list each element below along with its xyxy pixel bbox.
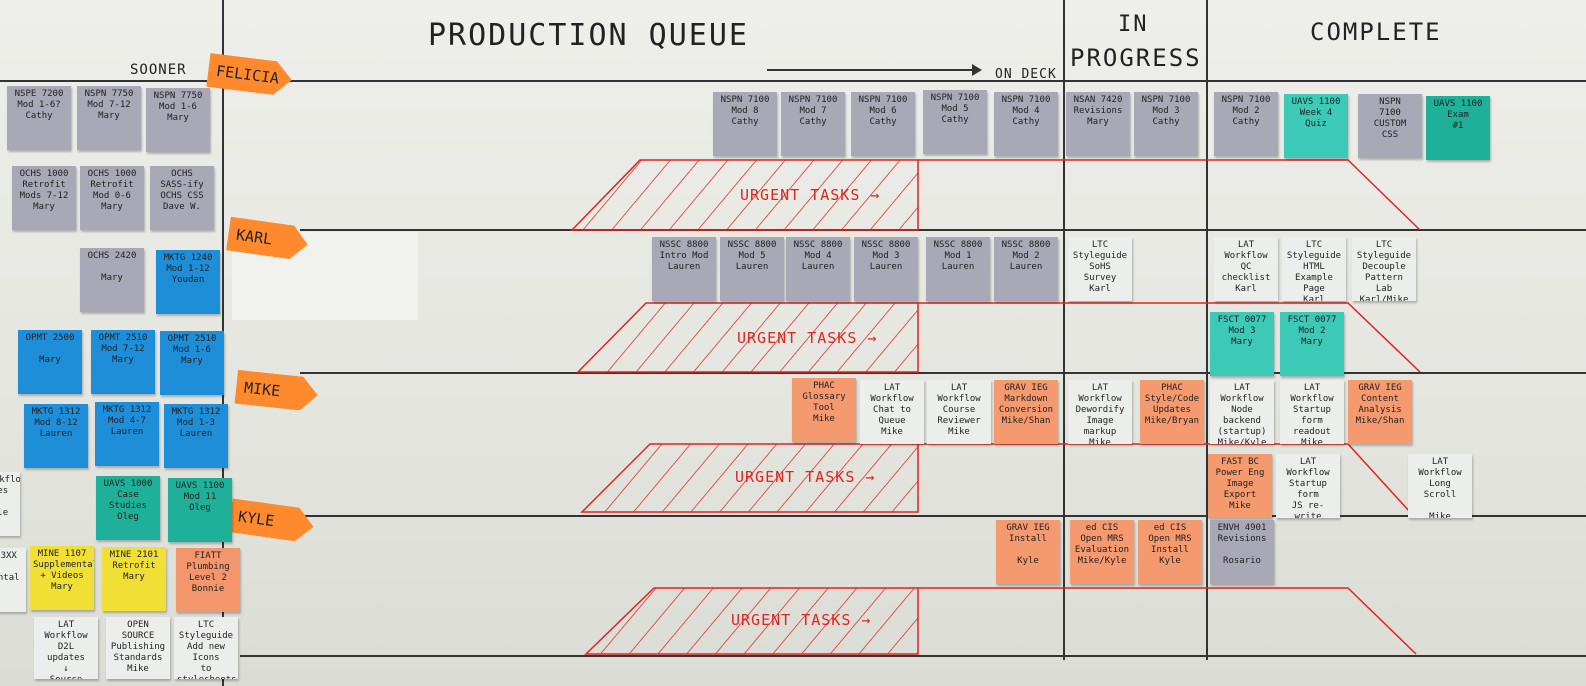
in-progress-header-line2: PROGRESS [1070,44,1202,72]
urgent-guide-line [918,159,1421,231]
sticky-note[interactable]: OCHS 2420 Mary [80,248,144,312]
sticky-note[interactable]: GRAV IEG Markdown Conversion Mike/Shan [994,380,1058,444]
sticky-note[interactable]: NSPE 7200 Mod 1-6? Cathy [7,86,71,150]
sticky-note-partial[interactable]: Workflow ues yle [0,472,20,536]
sticky-note[interactable]: MKTG 1240 Mod 1-12 Youdan [156,250,220,314]
karl-lane-bottom-line [300,372,1586,374]
sticky-note[interactable]: UAVS 1100 Week 4 Quiz [1284,94,1348,158]
on-deck-arrowhead [972,64,982,76]
sticky-note[interactable]: OCHS SASS-ify OCHS CSS Dave W. [150,166,214,230]
sticky-note[interactable]: MKTG 1312 Mod 4-7 Lauren [95,402,159,466]
sticky-note[interactable]: LAT Workflow Startup form readout Mike [1280,380,1344,444]
urgent-tasks-label-karl: URGENT TASKS → [737,329,878,347]
sticky-note[interactable]: OCHS 1000 Retrofit Mods 7-12 Mary [12,166,76,230]
sticky-note[interactable]: NSSC 8800 Mod 1 Lauren [926,237,990,301]
sticky-note[interactable]: NSPN 7100 Mod 4 Cathy [994,92,1058,156]
sticky-note[interactable]: NSSC 8800 Mod 5 Lauren [720,237,784,301]
sticky-note[interactable]: OPMT 2500 Mary [18,330,82,394]
sticky-note[interactable]: UAVS 1100 Mod 11 Oleg [168,478,232,542]
sticky-note[interactable]: MINE 1107 Supplemental + Videos Mary [30,546,94,610]
sticky-note[interactable]: UAVS 1000 Case Studies Oleg [96,476,160,540]
sticky-note[interactable]: PHAC Glossary Tool Mike [792,378,856,442]
sticky-note[interactable]: FSCT 0077 Mod 2 Mary [1280,312,1344,376]
complete-header: COMPLETE [1310,18,1442,46]
sticky-note[interactable]: LAT Workflow Startup form JS re-write Mi… [1276,454,1340,518]
sticky-note[interactable]: PHAC Style/Code Updates Mike/Bryan [1140,380,1204,444]
sticky-note[interactable]: NSPN 7100 Mod 6 Cathy [851,92,915,156]
urgent-guide-line [918,302,1421,373]
header-row-line [0,80,1586,82]
sticky-note[interactable]: LTC Styleguide Add new Icons to styleshe… [174,617,238,679]
sticky-note[interactable]: LAT Workflow QC checklist Karl [1214,237,1278,301]
sticky-note[interactable]: NSSC 8800 Intro Mod Lauren [652,237,716,301]
sticky-note[interactable]: LTC Styleguide Decouple Pattern Lab Karl… [1352,237,1416,301]
sticky-note[interactable]: LTC Styleguide SoHS Survey Karl [1068,237,1132,301]
urgent-hatched-zone [580,443,919,513]
sticky-note[interactable]: GRAV IEG Content Analysis Mike/Shan [1348,380,1412,444]
sticky-note[interactable]: FAST BC Power Eng Image Export Mike [1208,454,1272,518]
sticky-note[interactable]: NSPN 7100 Mod 8 Cathy [713,92,777,156]
sticky-note[interactable]: MINE 2101 Retrofit Mary [102,547,166,611]
sticky-note[interactable]: NSSC 8800 Mod 4 Lauren [786,237,850,301]
sticky-note[interactable]: OPMT 2510 Mod 1-6 Mary [160,331,224,395]
sticky-note[interactable]: LAT Workflow Dewordify Image markup Mike [1068,380,1132,444]
sticky-note[interactable]: NSPN 7100 Mod 3 Cathy [1134,92,1198,156]
on-deck-arrow [767,69,972,71]
sticky-note[interactable]: UAVS 1100 Exam #1 [1426,96,1490,160]
sticky-note[interactable]: ENVH 4901 Revisions Rosario [1210,520,1274,584]
urgent-tasks-label-mike: URGENT TASKS → [735,468,876,486]
urgent-tasks-label-kyle: URGENT TASKS → [731,611,872,629]
sticky-note[interactable]: LAT Workflow Course Reviewer Mike [927,380,991,444]
urgent-hatched-zone [584,587,919,655]
sticky-note[interactable]: FSCT 0077 Mod 3 Mary [1210,312,1274,376]
sticky-note[interactable]: LAT Workflow D2L updates ↓ Source Repo K… [34,617,98,679]
sticky-note[interactable]: LTC Styleguide HTML Example Page Karl [1282,237,1346,301]
sticky-note[interactable]: NSPN 7100 Mod 5 Cathy [923,90,987,154]
sticky-note[interactable]: NSPN 7100 Mod 2 Cathy [1214,92,1278,156]
in-progress-header-line1: IN [1118,12,1149,37]
sticky-note[interactable]: LAT Workflow Node backend (startup) Mike… [1210,380,1274,444]
complete-column-divider [1206,0,1208,660]
urgent-hatched-zone [570,159,919,231]
in-progress-column-divider [1063,0,1065,660]
sticky-note[interactable]: OPEN SOURCE Publishing Standards Mike [106,617,170,679]
sticky-note[interactable]: FIATT Plumbing Level 2 Bonnie [176,548,240,612]
sticky-note[interactable]: NSPN 7750 Mod 7-12 Mary [77,86,141,150]
sticky-note-partial[interactable]: 53XX ental [0,548,26,612]
on-deck-label: ON DECK [995,67,1057,82]
kyle-lane-bottom-line [240,655,1586,657]
sticky-note[interactable]: OCHS 1000 Retrofit Mod 0-6 Mary [80,166,144,230]
urgent-tasks-label-felicia: URGENT TASKS → [740,186,881,204]
sticky-note[interactable]: NSPN 7100 Mod 7 Cathy [781,92,845,156]
urgent-hatched-zone [576,302,919,373]
sticky-note[interactable]: NSSC 8800 Mod 3 Lauren [854,237,918,301]
sticky-note[interactable]: LAT Workflow Chat to Queue Mike [860,380,924,444]
mike-lane-bottom-line [300,515,1586,517]
sticky-note[interactable]: GRAV IEG Install Kyle [996,520,1060,584]
sticky-note[interactable]: OPMT 2510 Mod 7-12 Mary [91,330,155,394]
urgent-guide-line [918,587,1417,655]
sticky-note[interactable]: MKTG 1312 Mod 8-12 Lauren [24,404,88,468]
sticky-note[interactable]: NSAN 7420 Revisions Mary [1066,92,1130,156]
sticky-note[interactable]: LAT Workflow Long Scroll Mike [1408,454,1472,518]
sticky-note[interactable]: NSPN 7100 CUSTOM CSS [1358,94,1422,158]
urgent-guide-line [918,443,1411,513]
felicia-lane-bottom-line [300,229,1586,231]
production-queue-header: PRODUCTION QUEUE [428,18,749,53]
sticky-note[interactable]: NSPN 7750 Mod 1-6 Mary [146,88,210,152]
sticky-note[interactable]: MKTG 1312 Mod 1-3 Lauren [164,404,228,468]
sticky-note[interactable]: ed CIS Open MRS Install Kyle [1138,520,1202,584]
sticky-note[interactable]: ed CIS Open MRS Evaluation Mike/Kyle [1070,520,1134,584]
sooner-label: SOONER [130,62,187,78]
sticky-note[interactable]: NSSC 8800 Mod 2 Lauren [994,237,1058,301]
